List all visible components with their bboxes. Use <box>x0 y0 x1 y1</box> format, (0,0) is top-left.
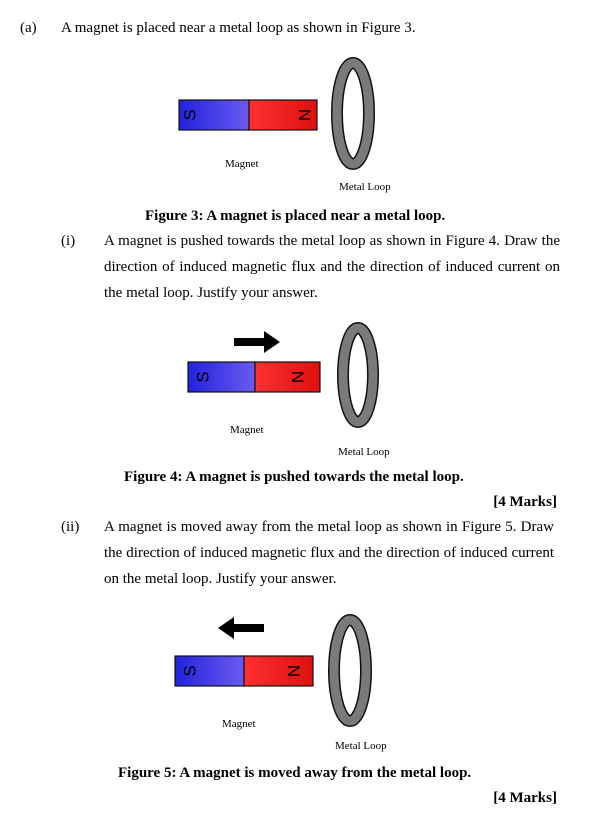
pole-s-4: S <box>194 371 213 382</box>
south-pole-3 <box>178 99 250 131</box>
magnet-label-5: Magnet <box>222 718 256 730</box>
magnet-label-4: Magnet <box>230 424 264 436</box>
pole-n-4: N <box>289 371 308 383</box>
magnet-label-3: Magnet <box>225 158 259 170</box>
pole-s-5: S <box>181 665 200 676</box>
north-pole-4 <box>254 361 321 393</box>
part-ii-text: A magnet is moved away from the metal lo… <box>104 519 554 587</box>
metal-loop-3 <box>331 57 375 170</box>
arrow-right-icon <box>234 331 280 353</box>
pole-s-3: S <box>181 109 200 120</box>
figure-4-caption: Figure 4: A magnet is pushed towards the… <box>124 469 464 485</box>
north-pole-3 <box>248 99 318 131</box>
marks-i: [4 Marks] <box>493 494 557 510</box>
marks-ii: [4 Marks] <box>493 790 557 806</box>
south-pole-4 <box>187 361 256 393</box>
figure-5-caption: Figure 5: A magnet is moved away from th… <box>118 765 472 781</box>
loop-label-3: Metal Loop <box>339 181 391 193</box>
metal-loop-4 <box>337 322 379 428</box>
metal-loop-5 <box>328 614 372 727</box>
pole-n-5: N <box>285 665 304 677</box>
pole-n-3: N <box>296 109 315 121</box>
loop-label-5: Metal Loop <box>335 740 387 752</box>
part-a-label: (a) <box>20 20 37 36</box>
part-ii-label: (ii) <box>61 519 80 535</box>
magnet-3: S N <box>178 99 318 131</box>
part-i-text: A magnet is pushed towards the metal loo… <box>104 233 560 301</box>
loop-label-4: Metal Loop <box>338 446 390 458</box>
north-pole-5 <box>243 655 314 687</box>
part-i-label: (i) <box>61 233 76 249</box>
arrow-left-icon <box>218 617 264 639</box>
part-a-text: A magnet is placed near a metal loop as … <box>61 20 416 36</box>
figure-3-caption: Figure 3: A magnet is placed near a meta… <box>145 208 446 224</box>
magnet-5: S N <box>174 655 314 687</box>
magnet-4: S N <box>187 361 321 393</box>
